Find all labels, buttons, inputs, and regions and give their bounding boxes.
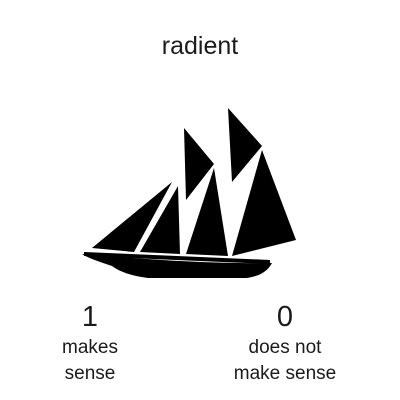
option-label-line: does not <box>248 337 322 358</box>
foresail <box>186 168 228 256</box>
option-label-line: make sense <box>233 363 337 384</box>
option-makes-sense: 1 makes sense <box>30 300 150 386</box>
option-does-not-make-sense: 0 does not make sense <box>215 300 355 386</box>
option-digit: 0 <box>276 301 294 333</box>
option-digit: 1 <box>81 301 99 333</box>
option-label-line: sense <box>64 363 116 384</box>
ship-hull <box>82 254 272 278</box>
main-staysail <box>232 150 296 256</box>
jib-sail <box>92 182 172 252</box>
option-label-line: makes <box>62 337 118 358</box>
target-word: radient <box>161 32 239 60</box>
fore-topsail <box>184 128 214 200</box>
main-topsail <box>228 108 262 182</box>
fore-staysail <box>140 186 180 254</box>
ship-deck <box>84 252 270 264</box>
